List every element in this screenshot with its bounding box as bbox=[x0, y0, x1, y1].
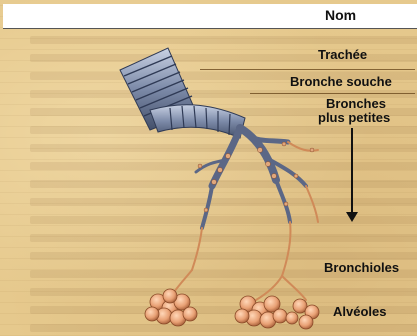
label-alveoles: Alvéoles bbox=[333, 304, 386, 319]
alveoli-cluster-left bbox=[145, 289, 197, 326]
down-arrow-shaft bbox=[351, 128, 353, 214]
alveoli-cluster-right bbox=[235, 296, 319, 329]
label-bronche-souche: Bronche souche bbox=[290, 74, 392, 89]
label-bronchioles: Bronchioles bbox=[324, 260, 399, 275]
label-line-bronche-souche bbox=[250, 93, 415, 94]
label-line-trachee bbox=[200, 69, 415, 70]
label-bronches-line1: Bronches bbox=[326, 96, 386, 111]
down-arrow-icon bbox=[346, 212, 358, 222]
label-trachee: Trachée bbox=[318, 47, 367, 62]
main-bronchus-shape bbox=[150, 105, 245, 138]
label-bronches-line2: plus petites bbox=[318, 110, 390, 125]
bronchioles-shape bbox=[170, 142, 318, 300]
